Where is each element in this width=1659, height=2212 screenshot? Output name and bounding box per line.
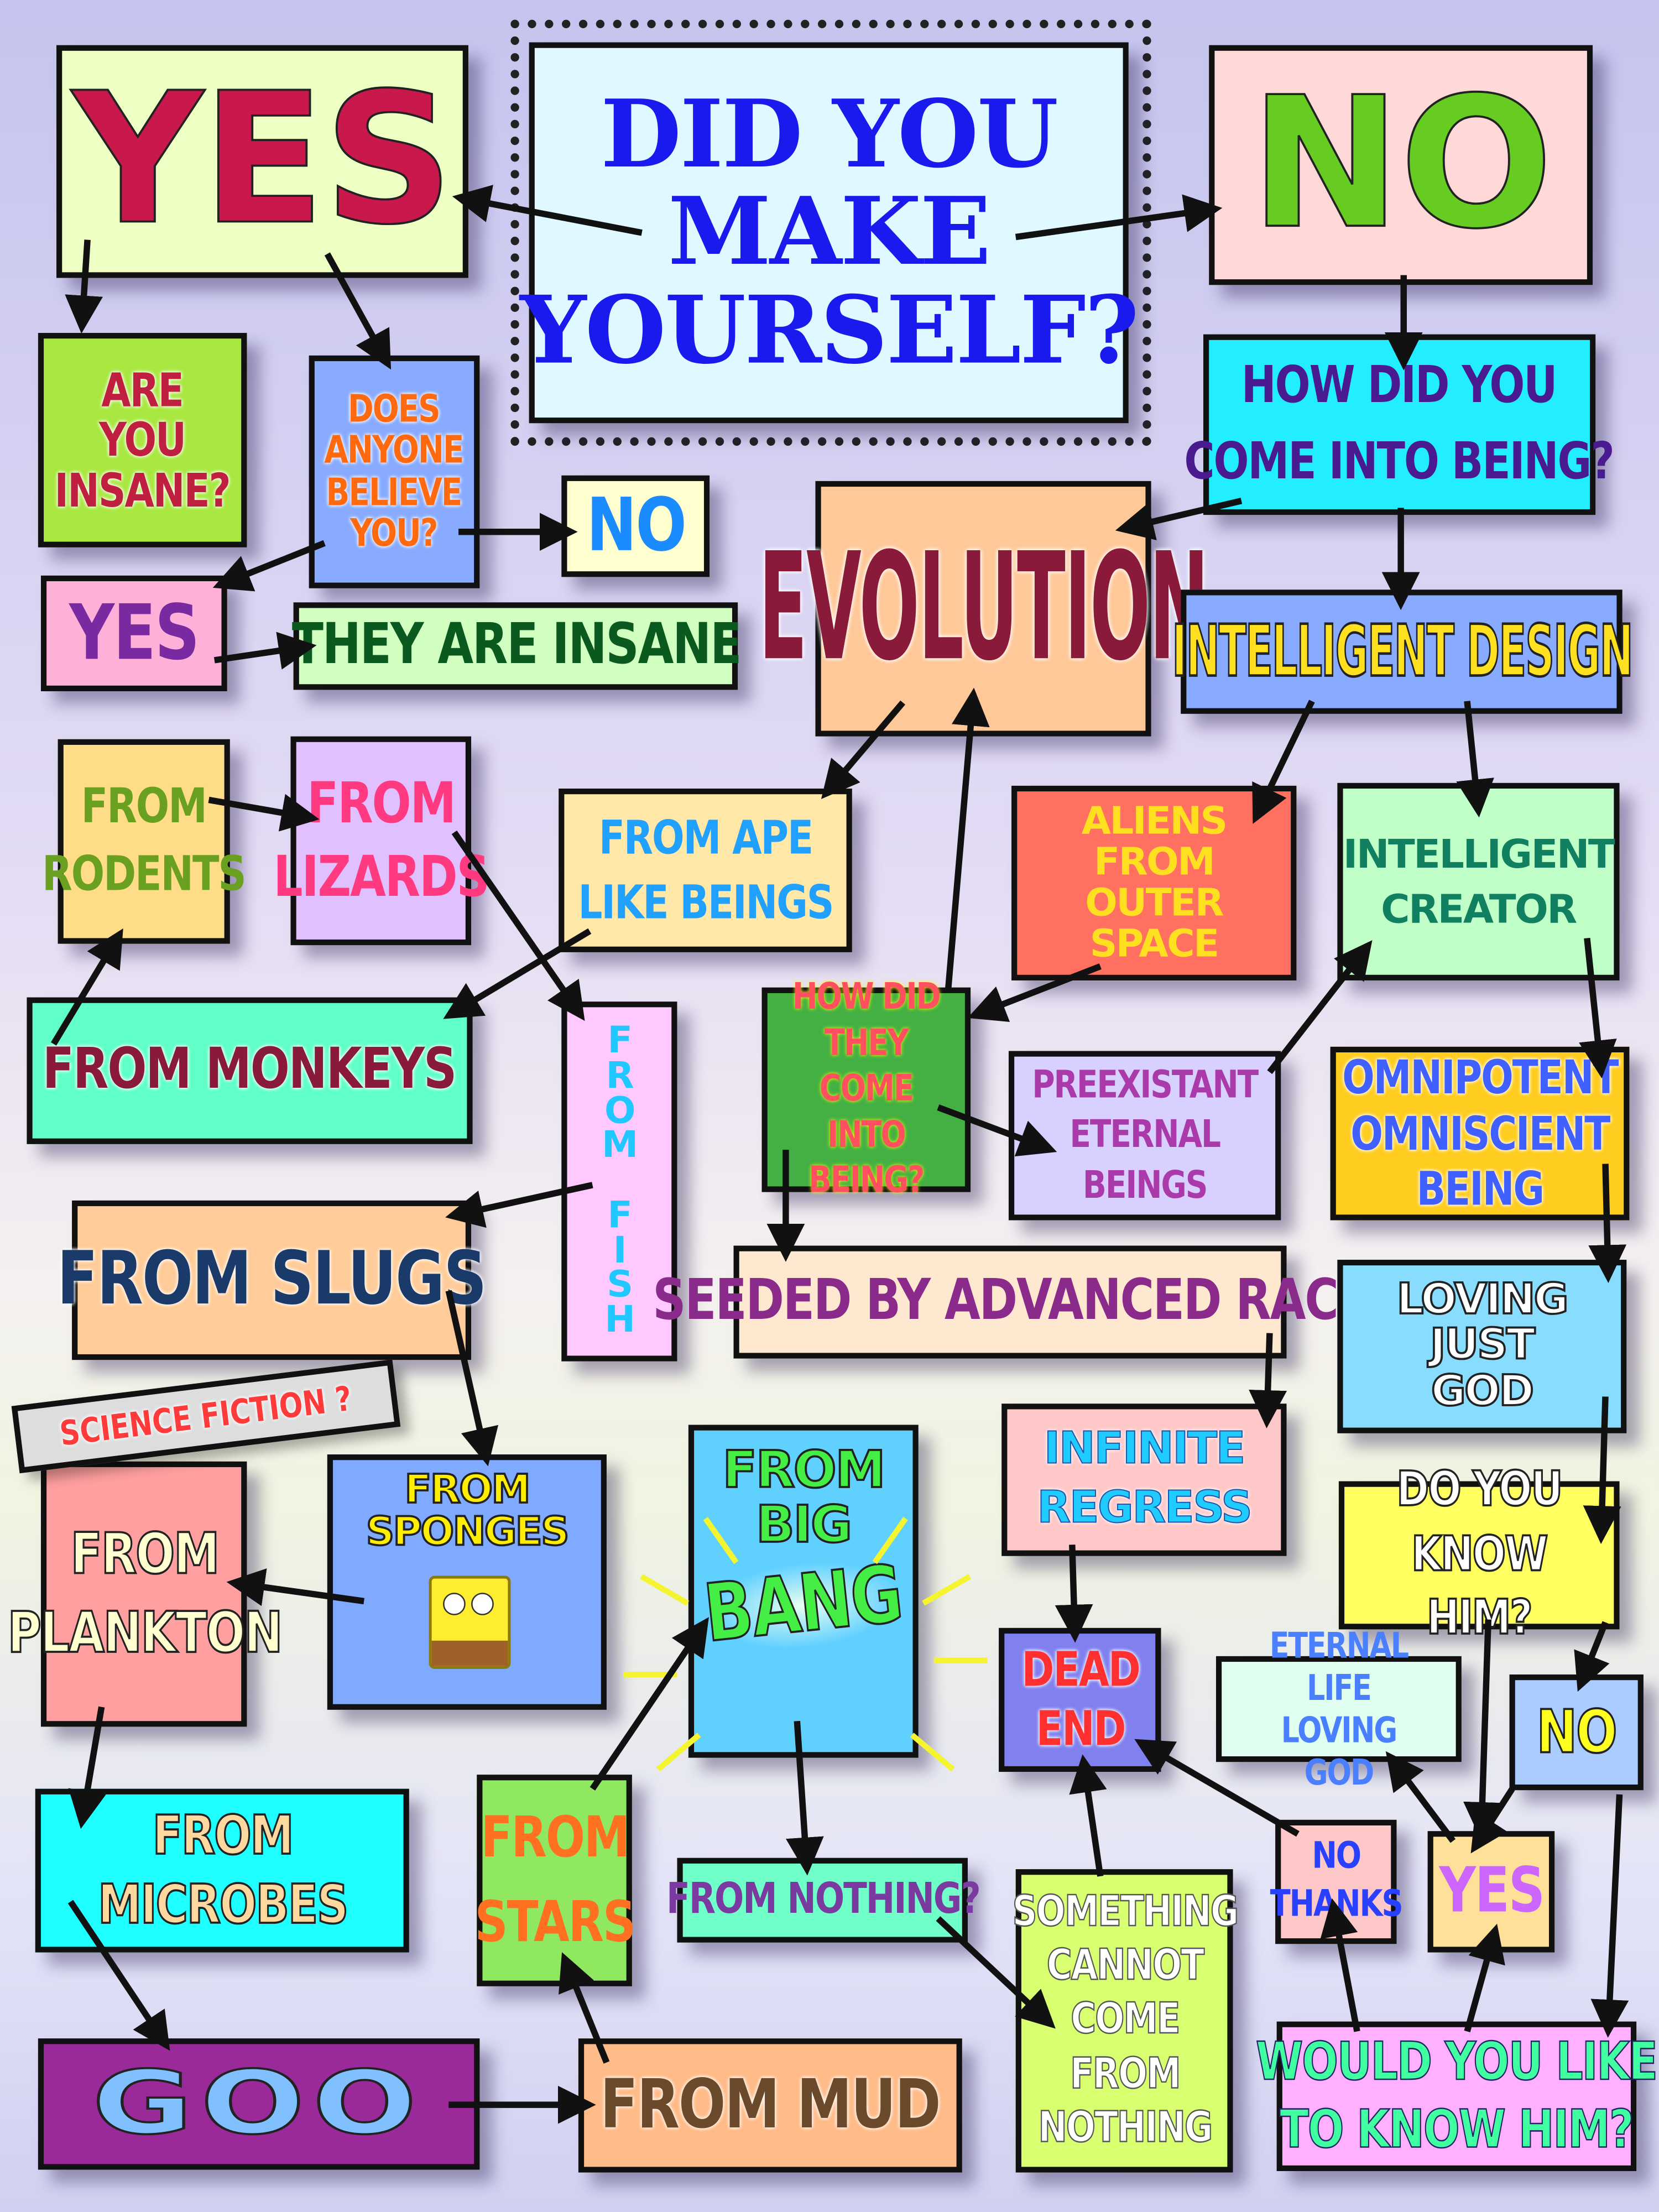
node-they-are-insane: THEY ARE INSANE bbox=[291, 602, 741, 690]
node-from-big-bang: FROM BIG BANG bbox=[688, 1425, 919, 1758]
node-from-plankton: FROM PLANKTON bbox=[6, 1461, 283, 1727]
node-intelligent-design: INTELLIGENT DESIGN bbox=[1171, 589, 1634, 714]
node-something-cannot-come-from-nothing: SOMETHING CANNOT COME FROM NOTHING bbox=[1011, 1869, 1239, 2173]
title-text: DID YOU MAKE YOURSELF? bbox=[520, 79, 1139, 385]
node-from-fish: F R O M F I S H bbox=[561, 1001, 677, 1361]
node-from-sponges: FROM SPONGES bbox=[327, 1454, 607, 1710]
node-loving-just-god: LOVING JUST GOD bbox=[1337, 1260, 1627, 1433]
node-are-you-insane: ARE YOU INSANE? bbox=[38, 333, 247, 547]
node-yes-small: YES bbox=[40, 575, 227, 691]
arrow-something-cannot-to-dead-end bbox=[1069, 1754, 1107, 1877]
node-no-right: NO bbox=[1509, 1674, 1644, 1791]
node-eternal-life-loving-god: ETERNAL LIFE LOVING GOD bbox=[1215, 1624, 1462, 1792]
node-from-nothing: FROM NOTHING? bbox=[666, 1858, 980, 1943]
node-from-stars: FROM STARS bbox=[474, 1775, 636, 1986]
node-would-you-like-to-know-him: WOULD YOU LIKE TO KNOW HIM? bbox=[1255, 2021, 1659, 2171]
node-goo: GOO bbox=[38, 2038, 480, 2170]
node-from-ape-like-beings: FROM APE LIKE BEINGS bbox=[559, 789, 852, 952]
node-how-did-they-come-into-being: HOW DID THEY COME INTO BEING? bbox=[761, 977, 971, 1202]
node-infinite-regress: INFINITE REGRESS bbox=[1001, 1404, 1287, 1556]
node-does-anyone-believe: DOES ANYONE BELIEVE YOU? bbox=[309, 355, 480, 588]
node-from-microbes: FROM MICROBES bbox=[35, 1788, 409, 1953]
node-from-mud: FROM MUD bbox=[578, 2038, 962, 2173]
node-evolution: EVOLUTION bbox=[759, 481, 1209, 737]
node-from-rodents: FROM RODENTS bbox=[42, 739, 247, 944]
node-intelligent-creator: INTELLIGENT CREATOR bbox=[1337, 782, 1620, 980]
node-omnipotent-omniscient-being: OMNIPOTENT OMNISCIENT BEING bbox=[1330, 1046, 1630, 1220]
node-preexistant-eternal-beings: PREEXISTANT ETERNAL BEINGS bbox=[1008, 1051, 1281, 1220]
title-box: DID YOU MAKE YOURSELF? bbox=[520, 42, 1139, 424]
node-no-top: NO bbox=[1209, 45, 1593, 285]
node-from-lizards: FROM LIZARDS bbox=[273, 736, 490, 946]
node-from-slugs: FROM SLUGS bbox=[57, 1200, 487, 1360]
spongebob-illustration bbox=[429, 1575, 511, 1669]
node-seeded-by-advanced-race: SEEDED BY ADVANCED RACE bbox=[653, 1245, 1369, 1359]
node-no-small: NO bbox=[561, 475, 710, 577]
node-yes-top: YES bbox=[56, 45, 468, 278]
arrow-infinite-regress-to-dead-end bbox=[1055, 1545, 1093, 1643]
arrow-no-to-would bbox=[1590, 1794, 1629, 2038]
node-dead-end: DEAD END bbox=[999, 1627, 1161, 1772]
bang-text: BANG bbox=[700, 1547, 907, 1661]
node-aliens-from-outer-space: ALIENS FROM OUTER SPACE bbox=[1011, 785, 1297, 980]
arrow-how-did-they-to-evolution bbox=[945, 687, 990, 992]
node-do-you-know-him: DO YOU KNOW HIM? bbox=[1338, 1460, 1620, 1648]
node-from-monkeys: FROM MONKEYS bbox=[27, 997, 473, 1144]
node-yes-bottom: YES bbox=[1427, 1831, 1555, 1953]
node-how-did-you-come-into-being: HOW DID YOU COME INTO BEING? bbox=[1185, 334, 1615, 515]
node-no-thanks: NO THANKS bbox=[1270, 1819, 1403, 1944]
